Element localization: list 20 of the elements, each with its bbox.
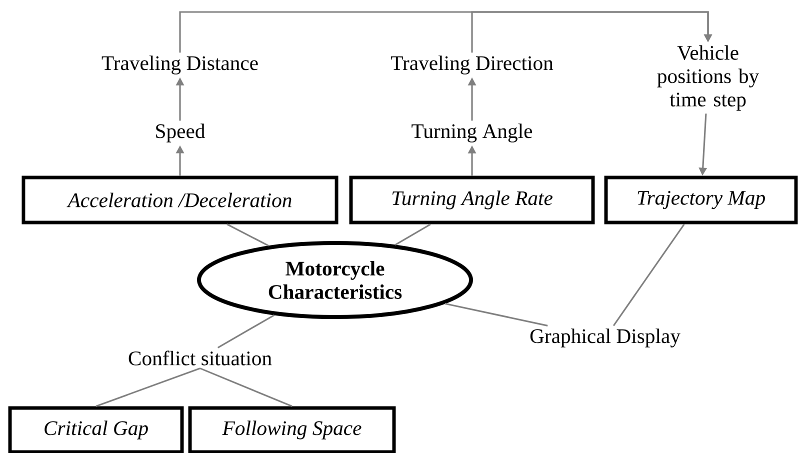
text-label: Traveling Direction [390, 56, 554, 74]
connector-line [96, 368, 200, 408]
connector-line [217, 314, 275, 348]
text-label: Traveling Distance [102, 56, 258, 74]
process-box: Trajectory Map [604, 176, 798, 224]
text-label: Graphical Display [530, 328, 680, 348]
connector-line [612, 224, 685, 326]
process-box: Acceleration /Deceleration [22, 176, 338, 224]
process-box: Following Space [188, 406, 396, 453]
arrow [471, 11, 712, 53]
text-label: Speed [156, 124, 205, 142]
text-label: Turning Angle [412, 124, 532, 142]
text-label: Conflict situation [128, 350, 272, 366]
connector-line [200, 368, 292, 408]
connector-line [444, 302, 548, 326]
process-box: Critical Gap [8, 406, 184, 453]
connector-line [226, 224, 270, 247]
text-label: Vehicle positions by time step [657, 45, 760, 111]
process-box: Turning Angle Rate [349, 176, 595, 224]
connector-line [394, 224, 431, 246]
